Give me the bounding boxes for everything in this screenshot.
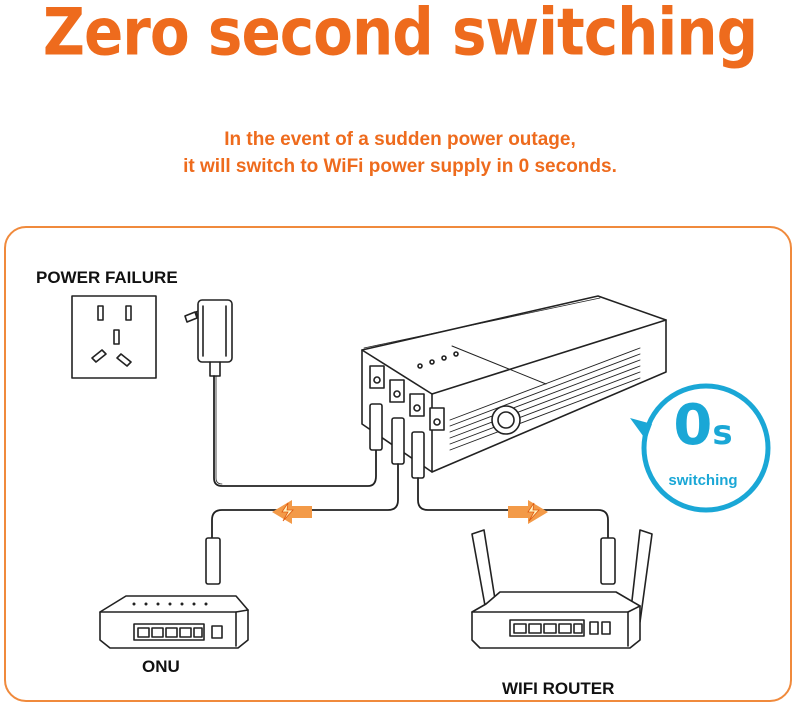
power-adapter-icon <box>184 299 233 377</box>
badge-word: switching <box>668 472 738 489</box>
subtitle-line-1: In the event of a sudden power outage, <box>224 129 576 150</box>
diagram-frame <box>4 226 792 702</box>
lightning-arrow-icon-right <box>508 500 548 524</box>
switching-badge-ring <box>630 383 771 513</box>
wifi-router-label: WIFI ROUTER <box>502 679 615 698</box>
onu-device-icon <box>99 595 249 649</box>
switching-badge: 0s switching <box>636 376 786 526</box>
subtitle-line-2: it will switch to WiFi power supply in 0… <box>183 156 617 177</box>
ups-device-icon <box>361 295 667 473</box>
lightning-arrow-icon-left <box>272 500 312 524</box>
onu-label: ONU <box>142 657 180 676</box>
badge-unit: s <box>712 413 733 453</box>
power-outlet-icon <box>71 295 157 379</box>
page-title: Zero second switching <box>42 0 758 71</box>
power-failure-label: POWER FAILURE <box>36 268 178 287</box>
badge-number: 0s <box>673 393 733 458</box>
wifi-router-icon <box>471 529 653 649</box>
